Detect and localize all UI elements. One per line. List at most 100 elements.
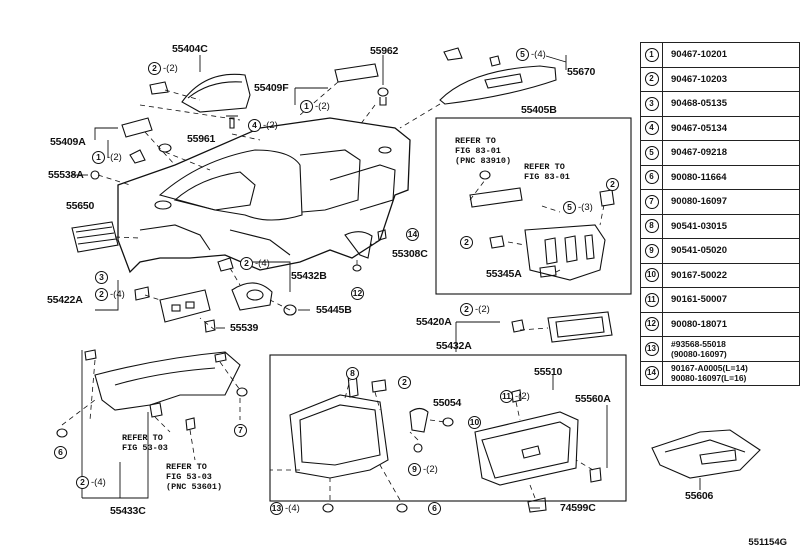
callout-number: 2: [398, 376, 411, 389]
callout-number: 6: [428, 502, 441, 515]
ref-number-cell: 3: [640, 91, 663, 117]
part-number-cell: 90468-05135: [662, 91, 800, 117]
part-number-cell: 90080-11664: [662, 164, 800, 190]
ref-number-cell: 1: [640, 42, 663, 68]
parts-table-row: 1 90467-10201: [640, 42, 800, 68]
parts-table-row: 13#93568-55018(90080-16097): [640, 336, 800, 362]
label-55432B: 55432B: [291, 270, 327, 282]
callout-qty: -(2): [475, 304, 490, 315]
callout-number: 12: [351, 287, 364, 300]
label-55560A: 55560A: [575, 393, 611, 405]
instrument-panel: [117, 117, 411, 274]
ref-number-cell: 4: [640, 115, 663, 141]
callout-2: 2-(4): [240, 257, 270, 270]
label-55409A: 55409A: [50, 136, 86, 148]
label-55538A: 55538A: [48, 169, 84, 181]
part-number-cell: 90080-18071: [662, 311, 800, 337]
part-number: 90467-10203: [671, 73, 727, 85]
part-number-cell: 90541-03015: [662, 213, 800, 239]
callout-number: 2: [95, 288, 108, 301]
label-55432A: 55432A: [436, 340, 472, 352]
callout-qty: -(2): [515, 391, 530, 402]
part-number: 90080-11664: [671, 171, 727, 183]
label-55433C: 55433C: [110, 505, 146, 517]
callout-1: 1-(2): [300, 100, 330, 113]
callout-number: 2: [460, 303, 473, 316]
label-55404C: 55404C: [172, 43, 208, 55]
ref-number-cell: 13: [640, 336, 663, 362]
callout-14: 14: [406, 228, 421, 241]
label-55409F: 55409F: [254, 82, 289, 94]
part-number-cell: 90080-16097: [662, 189, 800, 215]
callout-number: 1: [92, 151, 105, 164]
callout-1: 1-(2): [92, 151, 122, 164]
cover-55409A: [121, 117, 153, 138]
callout-number: 2: [606, 178, 619, 191]
callout-6: 6: [428, 502, 443, 515]
part-number: 90167-50022: [671, 269, 727, 281]
label-55308C: 55308C: [392, 248, 428, 260]
part-number-cell: 90161-50007: [662, 287, 800, 313]
callout-number: 5: [563, 201, 576, 214]
label-55606: 55606: [685, 490, 714, 502]
parts-table-row: 14 90167-A0005(L=14)90080-16097(L=16): [640, 360, 800, 386]
callout-qty: -(4): [285, 503, 300, 514]
ref-number-cell: 14: [640, 360, 663, 386]
callout-qty: -(2): [107, 152, 122, 163]
part-number: 90167-A0005(L=14): [671, 363, 748, 374]
callout-2: 2: [606, 178, 621, 191]
part-number-cell: 90467-10203: [662, 66, 800, 92]
ref-number: 6: [644, 170, 659, 185]
ref-number-cell: 10: [640, 262, 663, 288]
callout-2: 2-(2): [148, 62, 178, 75]
callout-2: 2-(4): [95, 288, 125, 301]
label-74599C: 74599C: [560, 502, 596, 514]
callout-2: 2: [398, 376, 413, 389]
part-number-cell: 90467-10201: [662, 42, 800, 68]
ref-number-cell: 5: [640, 140, 663, 166]
ref-number-cell: 7: [640, 189, 663, 215]
ref-number-cell: 2: [640, 66, 663, 92]
box-55432A: [269, 354, 627, 502]
parts-table-row: 10 90167-50022: [640, 262, 800, 288]
ref-number: 3: [644, 96, 659, 111]
reference-note-83-01: REFER TO FIG 83-01: [524, 162, 570, 182]
part-number-cell: 90541-05020: [662, 238, 800, 264]
diagram-code: 551154G: [748, 537, 787, 548]
ref-number: 1: [644, 47, 659, 62]
part-number: 90467-10201: [671, 49, 727, 61]
parts-table-row: 2 90467-10203: [640, 66, 800, 92]
callout-qty: -(4): [110, 289, 125, 300]
callout-3: 3: [95, 271, 110, 284]
part-number: 90080-16097: [671, 196, 727, 208]
callout-2: 2: [460, 236, 475, 249]
callout-number: 6: [54, 446, 67, 459]
ref-number: 9: [644, 243, 659, 258]
ref-number: 12: [644, 317, 659, 332]
parts-table-row: 6 90080-11664: [640, 164, 800, 190]
part-number-alt: 90080-16097(L=16): [671, 373, 747, 384]
callout-2: 2-(2): [460, 303, 490, 316]
part-number: 90541-03015: [671, 220, 727, 232]
callout-number: 7: [234, 424, 247, 437]
ref-number-cell: 6: [640, 164, 663, 190]
callout-7: 7: [234, 424, 249, 437]
callout-11: 11-(2): [500, 390, 530, 403]
cover-55962: [334, 63, 379, 83]
label-55962: 55962: [370, 45, 399, 57]
callout-qty: -(4): [531, 49, 546, 60]
lower-panel-55433C: [94, 351, 241, 411]
part-number-alt: (90080-16097): [671, 348, 727, 359]
part-number-cell: 90467-05134: [662, 115, 800, 141]
callout-number: 1: [300, 100, 313, 113]
label-55510: 55510: [534, 366, 563, 378]
ref-number: 11: [644, 292, 659, 307]
callout-qty: -(3): [578, 202, 593, 213]
callout-4: 4-(2): [248, 119, 278, 132]
callout-12: 12: [351, 287, 366, 300]
